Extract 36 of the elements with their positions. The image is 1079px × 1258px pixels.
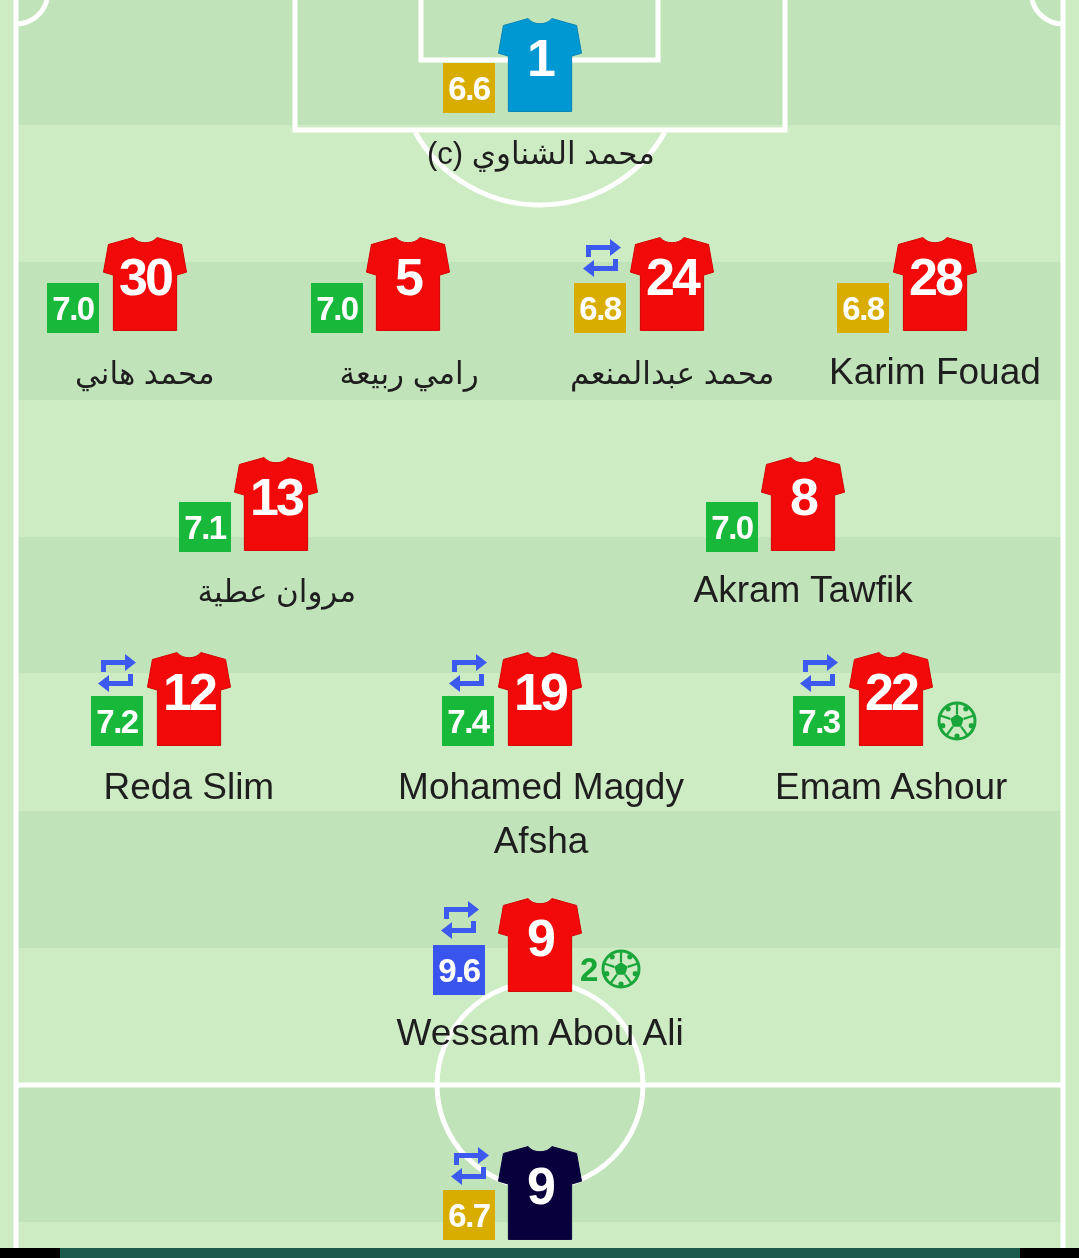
jersey: 28 bbox=[893, 237, 977, 331]
jersey: 12 bbox=[147, 652, 231, 746]
player-name: رامي ربيعة bbox=[339, 355, 479, 394]
jersey: 30 bbox=[103, 237, 187, 331]
player-name: مروان عطية bbox=[197, 573, 357, 612]
jersey: 1 bbox=[498, 18, 582, 112]
goal-count: 2 bbox=[580, 952, 599, 986]
player-name: Akram Tawfik bbox=[693, 568, 913, 612]
jersey: 22 bbox=[849, 652, 933, 746]
jersey: 9 bbox=[498, 898, 582, 992]
player-name: Mohamed Magdy Afsha bbox=[397, 765, 685, 863]
rating-badge: 7.2 bbox=[91, 696, 143, 746]
jersey: 13 bbox=[234, 457, 318, 551]
rating-badge: 7.3 bbox=[793, 696, 845, 746]
player-name: Karim Fouad bbox=[829, 350, 1041, 394]
jersey: 5 bbox=[366, 237, 450, 331]
jersey: 8 bbox=[761, 457, 845, 551]
player-name: Emam Ashour bbox=[775, 765, 1008, 809]
jersey: 19 bbox=[498, 652, 582, 746]
rating-badge: 6.8 bbox=[837, 283, 889, 333]
jersey: 24 bbox=[630, 237, 714, 331]
jersey: 9 bbox=[498, 1146, 582, 1240]
player-name: محمد هاني bbox=[75, 355, 215, 394]
rating-badge: 7.0 bbox=[47, 283, 99, 333]
rating-badge: 7.0 bbox=[311, 283, 363, 333]
rating-badge: 6.8 bbox=[574, 283, 626, 333]
rating-badge: 7.4 bbox=[442, 696, 494, 746]
player-name: Wessam Abou Ali bbox=[396, 1011, 684, 1055]
player-name: Reda Slim bbox=[103, 765, 275, 809]
player-name: محمد عبدالمنعم bbox=[570, 355, 775, 394]
rating-badge: 7.1 bbox=[179, 502, 231, 552]
player-name: محمد الشناوي (c) bbox=[427, 135, 655, 174]
rating-badge: 7.0 bbox=[706, 502, 758, 552]
rating-badge: 6.7 bbox=[443, 1190, 495, 1240]
rating-badge: 6.6 bbox=[443, 63, 495, 113]
rating-badge: 9.6 bbox=[433, 945, 485, 995]
